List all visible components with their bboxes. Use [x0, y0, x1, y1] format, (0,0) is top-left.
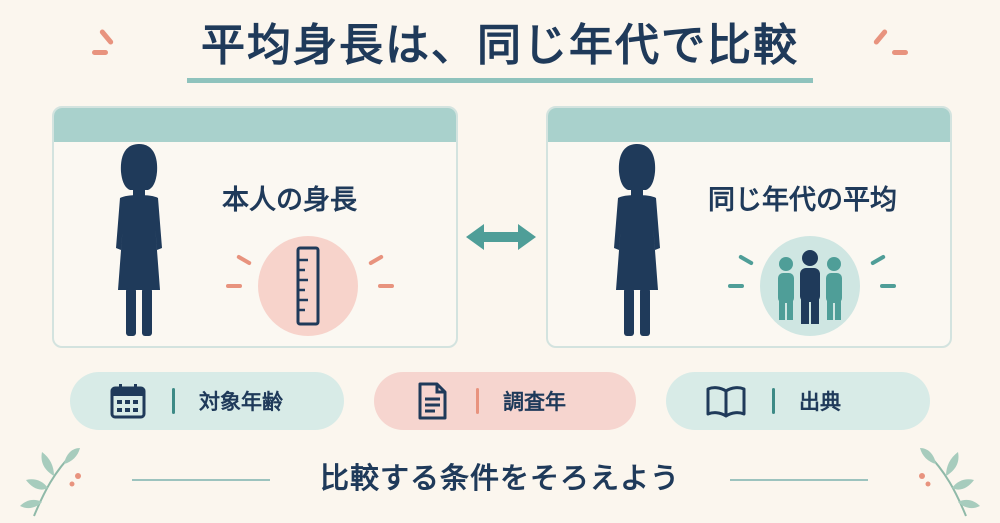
woman-silhouette-icon [116, 144, 162, 336]
woman-silhouette-icon [614, 144, 660, 336]
footer-rule-right [730, 479, 868, 481]
condition-year-label: 調査年 [503, 390, 566, 414]
document-icon [418, 382, 447, 420]
pill-divider [772, 388, 775, 414]
card-header-bar [548, 108, 950, 142]
condition-source-label: 出典 [799, 390, 841, 414]
pill-divider [172, 388, 175, 414]
card-header-bar [54, 108, 456, 142]
leaf-sprig-icon [919, 448, 980, 517]
group-icon [778, 250, 842, 324]
accent-ray [880, 284, 896, 288]
ruler-badge [258, 236, 358, 336]
book-icon [706, 386, 746, 418]
leaf-sprig-icon [20, 448, 81, 517]
sparkle-mark [892, 50, 908, 55]
sparkle-mark [92, 50, 108, 55]
pill-divider [476, 388, 479, 414]
double-arrow-icon [466, 224, 536, 250]
accent-ray [226, 284, 242, 288]
page-title: 平均身長は、同じ年代で比較 [187, 14, 813, 83]
ruler-icon [296, 246, 320, 326]
condition-age-pill: 対象年齢 [70, 372, 344, 430]
self-height-label: 本人の身長 [222, 185, 357, 216]
condition-year-pill: 調査年 [374, 372, 636, 430]
condition-source-pill: 出典 [666, 372, 930, 430]
accent-ray [378, 284, 394, 288]
footer-rule-left [132, 479, 270, 481]
condition-age-label: 対象年齢 [199, 390, 283, 414]
accent-ray [728, 284, 744, 288]
footer-message: 比較する条件をそろえよう [319, 461, 680, 495]
peer-average-label: 同じ年代の平均 [708, 185, 897, 216]
title-area: 平均身長は、同じ年代で比較 [0, 14, 1000, 83]
calendar-icon [110, 384, 146, 419]
peer-average-card [546, 106, 952, 348]
